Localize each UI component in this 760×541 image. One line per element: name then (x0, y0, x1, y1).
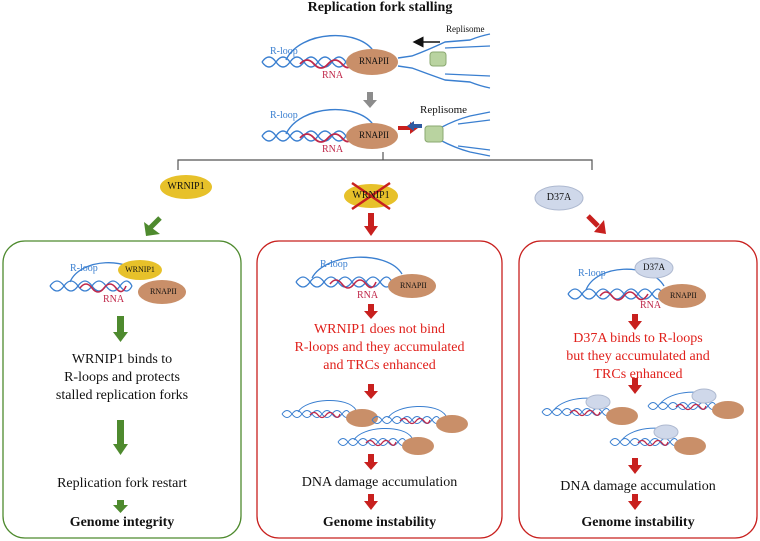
left-outcome: Genome integrity (69, 515, 175, 530)
rnapii-label: RNAPII (359, 56, 390, 66)
rna-label: RNA (322, 144, 344, 155)
dna-helix (261, 56, 357, 68)
left-step2: Replication fork restart (57, 476, 187, 491)
right-text-line2: but they accumulated and (566, 349, 710, 364)
green-arrow-left (148, 216, 162, 230)
cross-icon (351, 181, 391, 211)
right-complex-main (567, 257, 706, 308)
d37a-oval-right (534, 185, 584, 211)
top-complex-1 (261, 33, 491, 89)
red-arrow-right (586, 214, 600, 228)
r-loop-label: R-loop (270, 46, 298, 57)
replisome-label: Replisome (420, 104, 468, 116)
left-arrows (113, 316, 128, 513)
rnapii-ellipse (346, 49, 398, 75)
right-outcome: Genome instability (581, 515, 695, 530)
d37a-label-inner: D37A (643, 262, 665, 272)
rnapii-label: RNAPII (150, 287, 177, 296)
middle-arrows (364, 304, 378, 510)
red-arrow-middle-shaft (368, 213, 374, 227)
wrnip1-label-left: WRNIP1 (167, 181, 205, 192)
left-text-line1: WRNIP1 binds to (71, 352, 173, 367)
r-loop-label: R-loop (270, 110, 298, 121)
r-loop-arc (285, 34, 375, 61)
right-arrows (628, 314, 642, 510)
r-loop-label: R-loop (70, 263, 98, 274)
right-text-line3: TRCs enhanced (593, 367, 683, 382)
rnapii-label: RNAPII (359, 130, 390, 140)
replisome-label: Replisome (446, 24, 485, 34)
middle-text-line3: and TRCs enhanced (323, 358, 436, 373)
wrnip1-oval-left (160, 175, 212, 199)
rna-label: RNA (640, 300, 662, 311)
rna-label: RNA (357, 290, 379, 301)
middle-text-line2: R-loops and they accumulated (294, 340, 465, 355)
dna-helix (261, 56, 357, 68)
fork-strand-top (397, 33, 491, 59)
branch-bracket (177, 152, 593, 170)
replisome-box (429, 51, 447, 67)
gray-arrow (363, 92, 377, 108)
r-loop-label: R-loop (578, 268, 606, 279)
middle-complex-main (295, 256, 436, 298)
box-right (518, 240, 758, 539)
d37a-label-right: D37A (546, 192, 572, 203)
right-step2: DNA damage accumulation (560, 479, 716, 494)
left-text-line2: R-loops and protects (64, 370, 180, 385)
r-loop-label: R-loop (320, 259, 348, 270)
middle-outcome: Genome instability (322, 515, 437, 530)
middle-text-line1: WRNIP1 does not bind (313, 322, 446, 337)
rnapii-label: RNAPII (400, 281, 427, 290)
left-text-line3: stalled replication forks (55, 388, 189, 403)
figure-title: Replication fork stalling (307, 0, 453, 15)
box-left (2, 240, 242, 539)
right-small-complexes (541, 388, 744, 455)
right-text-line1: D37A binds to R-loops (573, 331, 703, 346)
top-complex-2 (261, 108, 491, 157)
middle-step2: DNA damage accumulation (301, 475, 458, 490)
box-middle (256, 240, 503, 539)
rnapii-label: RNAPII (670, 291, 697, 300)
rna-strand (299, 59, 353, 69)
left-complex (49, 260, 186, 304)
wrnip1-label-middle: WRNIP1 (352, 190, 390, 201)
middle-small-complexes (281, 399, 468, 455)
rna-label: RNA (322, 70, 344, 81)
wrnip1-label-inner: WRNIP1 (125, 265, 155, 274)
fork-strand-bottom (397, 65, 491, 89)
rna-label: RNA (103, 294, 125, 305)
